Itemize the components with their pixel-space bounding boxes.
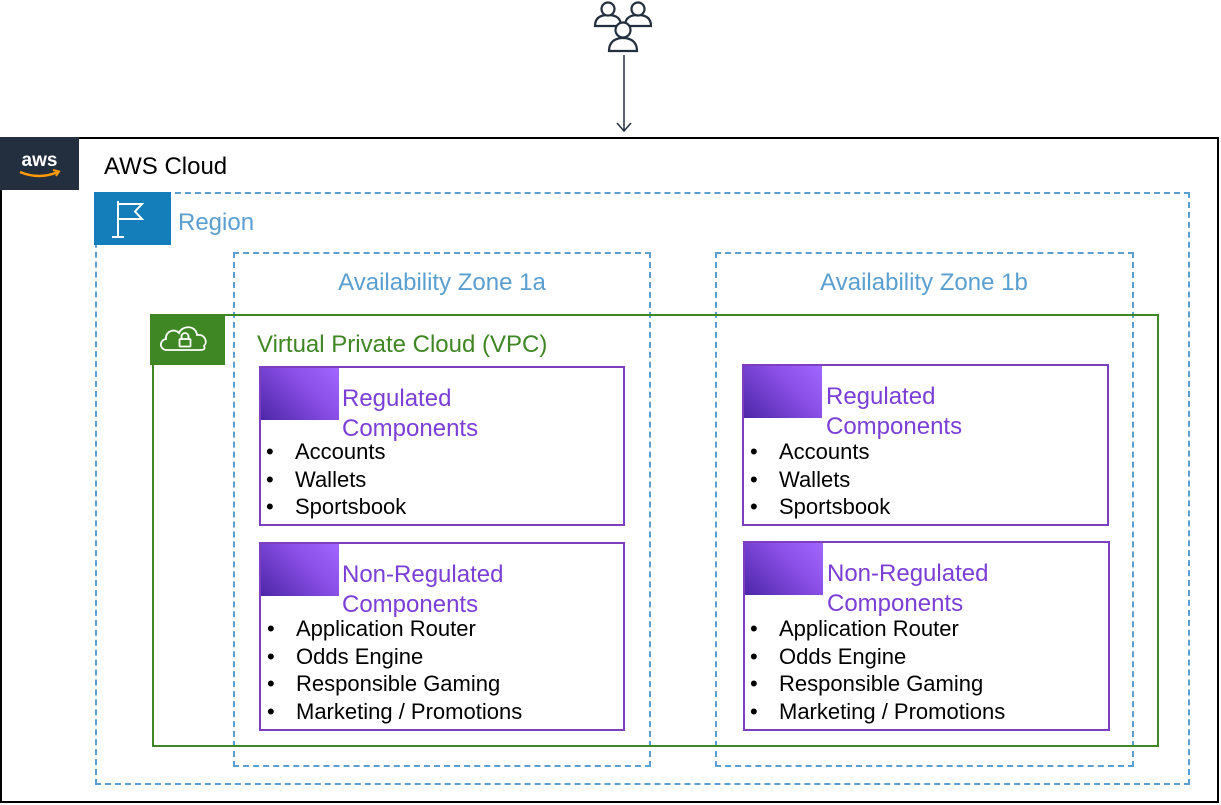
availability-zone-1a <box>233 252 651 767</box>
list-item: Responsible Gaming <box>262 670 522 698</box>
list-item: Marketing / Promotions <box>745 698 1005 726</box>
users-icon <box>593 1 653 53</box>
region-label: Region <box>178 209 255 236</box>
list-item: Accounts <box>261 438 406 466</box>
regulated-components-title: Regulated Components <box>342 385 479 442</box>
component-icon <box>745 543 823 595</box>
availability-zone-1b <box>715 252 1134 767</box>
aws-cloud-group <box>0 137 1219 803</box>
regulated-components-box-1b: Regulated Components Accounts Wallets Sp… <box>742 364 1109 526</box>
region-flag-icon <box>94 192 171 245</box>
non-regulated-components-box-1a: Non-Regulated Components Application Rou… <box>259 542 625 731</box>
aws-logo-icon: aws <box>0 137 79 190</box>
vpc-cloud-lock-icon <box>150 314 225 365</box>
list-item: Application Router <box>745 615 1005 643</box>
regulated-components-list: Accounts Wallets Sportsbook <box>261 438 406 521</box>
list-item: Odds Engine <box>745 643 1005 671</box>
vpc-label: Virtual Private Cloud (VPC) <box>257 331 548 358</box>
component-icon <box>261 368 339 420</box>
regulated-components-title: Regulated Components <box>826 383 963 440</box>
list-item: Marketing / Promotions <box>262 698 522 726</box>
list-item: Accounts <box>745 438 890 466</box>
list-item: Odds Engine <box>262 643 522 671</box>
regulated-components-box-1a: Regulated Components Accounts Wallets Sp… <box>259 366 625 526</box>
availability-zone-1b-label: Availability Zone 1b <box>820 269 1028 296</box>
vpc-group <box>152 314 1159 747</box>
component-icon <box>261 544 339 596</box>
non-regulated-components-list: Application Router Odds Engine Responsib… <box>262 615 522 725</box>
non-regulated-components-list: Application Router Odds Engine Responsib… <box>745 615 1005 725</box>
list-item: Application Router <box>262 615 522 643</box>
regulated-components-list: Accounts Wallets Sportsbook <box>745 438 890 521</box>
svg-text:aws: aws <box>22 150 58 171</box>
list-item: Sportsbook <box>745 493 890 521</box>
list-item: Responsible Gaming <box>745 670 1005 698</box>
availability-zone-1a-label: Availability Zone 1a <box>338 269 546 296</box>
list-item: Wallets <box>745 466 890 494</box>
aws-cloud-label: AWS Cloud <box>104 153 228 180</box>
list-item: Sportsbook <box>261 493 406 521</box>
non-regulated-components-box-1b: Non-Regulated Components Application Rou… <box>743 541 1110 731</box>
non-regulated-components-title: Non-Regulated Components <box>342 561 504 618</box>
component-icon <box>744 366 822 418</box>
list-item: Wallets <box>261 466 406 494</box>
region-group <box>95 192 1190 785</box>
non-regulated-components-title: Non-Regulated Components <box>827 560 989 617</box>
connection-arrow <box>616 55 632 133</box>
